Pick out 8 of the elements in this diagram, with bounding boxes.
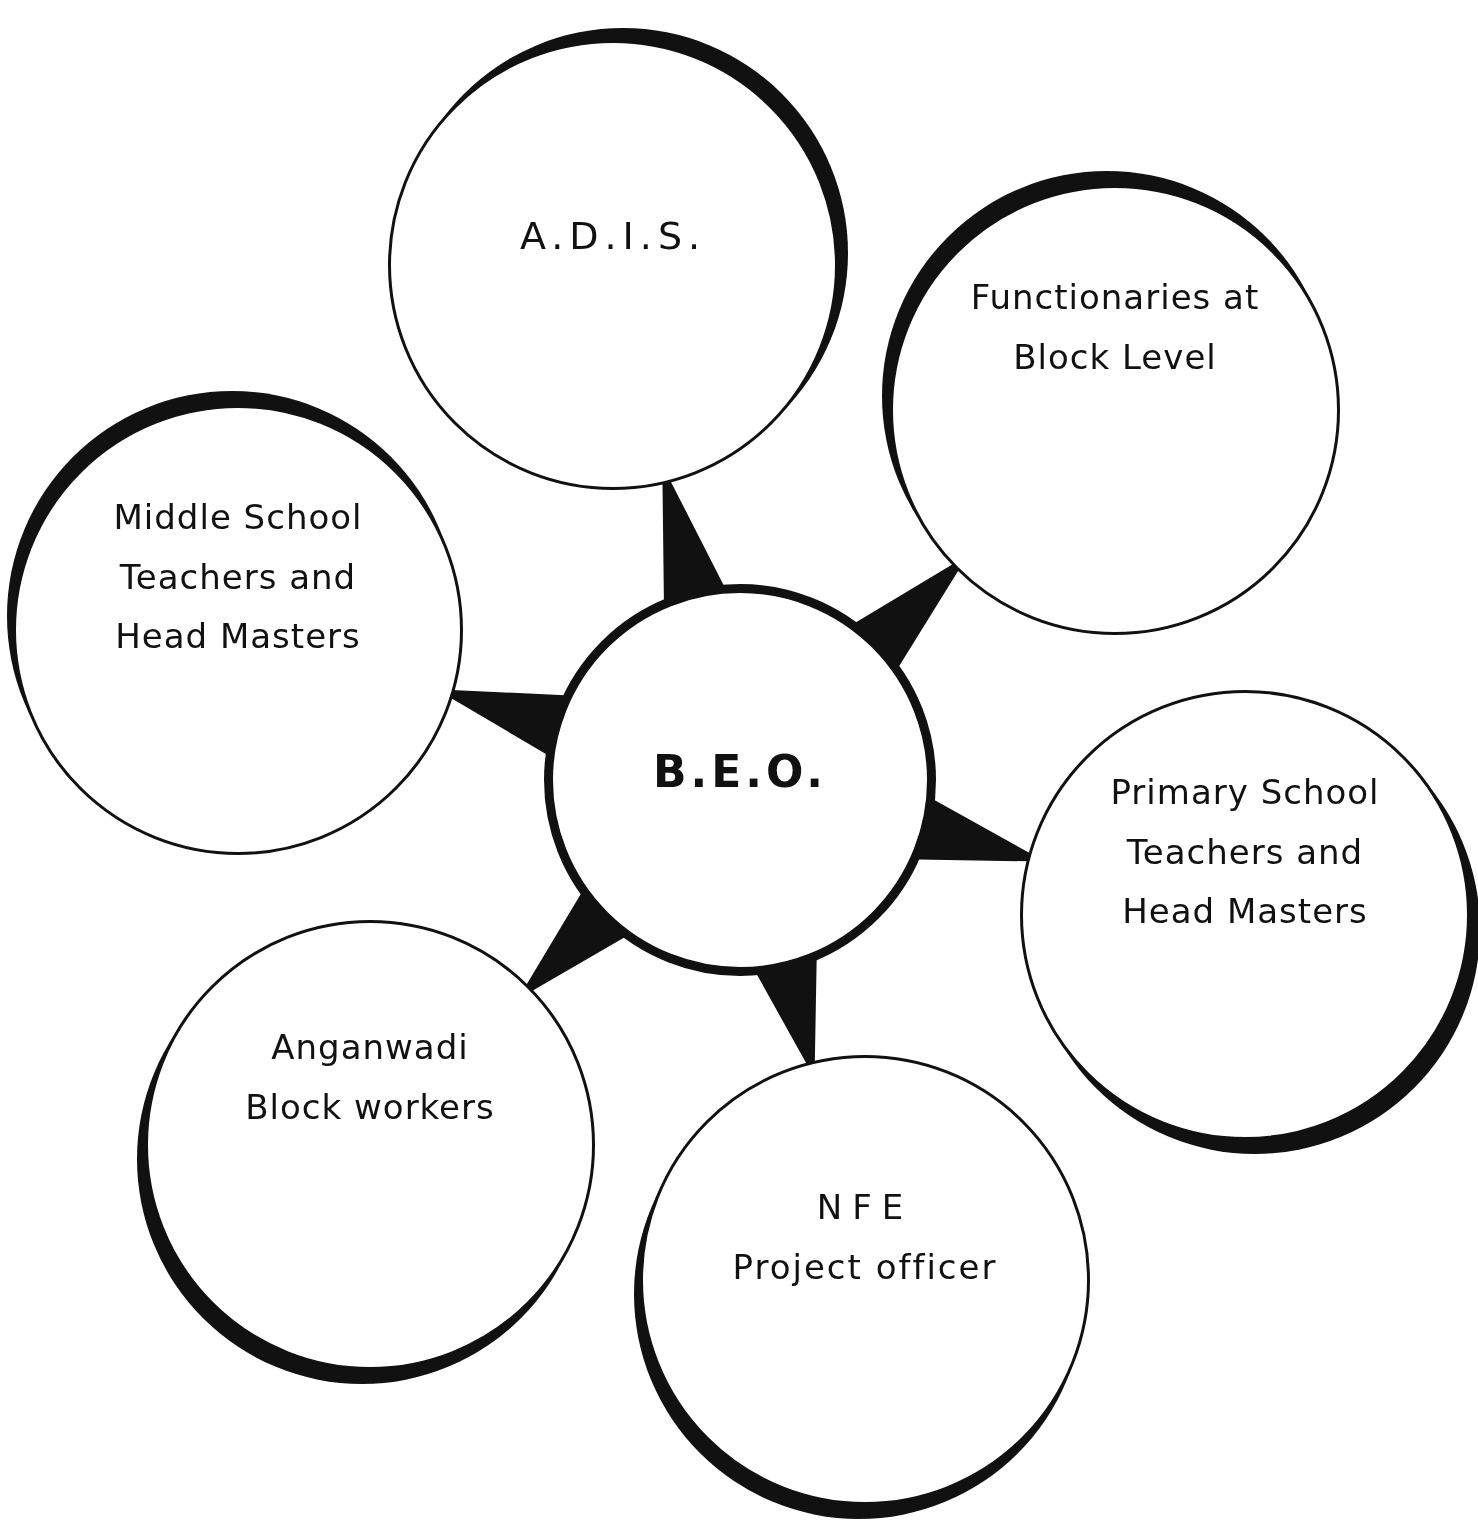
node-label: Anganwadi Block workers (244, 1026, 496, 1129)
node-label: Primary School Teachers and Head Masters (1109, 771, 1381, 933)
node-label: Project officer (731, 1245, 999, 1289)
node-label: Middle School Teachers and Head Masters (112, 496, 364, 658)
node-label: NFE (815, 1186, 915, 1229)
node-label: Functionaries at Block Level (969, 276, 1261, 379)
node-label: B.E.O. (651, 745, 829, 799)
node-label: A.D.I.S. (518, 213, 708, 260)
